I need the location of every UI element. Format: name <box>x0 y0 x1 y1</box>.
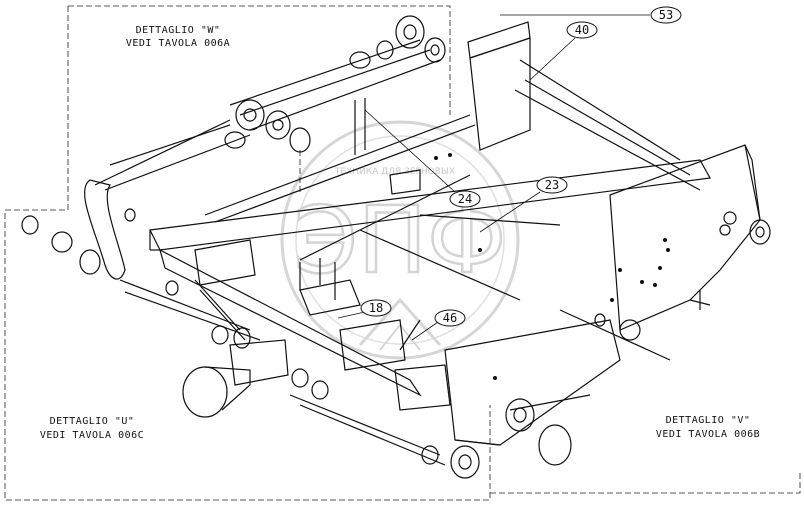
detail-v-frame <box>490 470 801 494</box>
callout-40-label: 40 <box>575 23 589 37</box>
callout-40: 40 <box>529 21 598 81</box>
callout-24: 24 <box>364 109 481 208</box>
callout-24-label: 24 <box>458 192 472 206</box>
callout-18: 18 <box>337 299 392 319</box>
detail-frames <box>4 5 801 501</box>
callout-53-label: 53 <box>659 8 673 22</box>
callout-23-label: 23 <box>545 178 559 192</box>
callout-46: 46 <box>411 309 466 341</box>
callouts: 53 40 23 24 18 46 <box>337 6 682 341</box>
callout-18-label: 18 <box>369 301 383 315</box>
detail-labels: DETTAGLIO "W" VEDI TAVOLA 006A DETTAGLIO… <box>40 25 760 441</box>
callout-23: 23 <box>479 176 568 233</box>
detail-u-frame <box>4 6 491 501</box>
detail-v-line2: VEDI TAVOLA 006B <box>656 429 760 440</box>
holes <box>434 153 670 380</box>
watermark-line: ТЕХНИКА ДЛЯ ЗЕРНОВЫХ <box>334 167 455 177</box>
detail-u-line1: DETTAGLIO "U" <box>50 416 135 427</box>
detail-v-line1: DETTAGLIO "V" <box>666 415 751 426</box>
detail-w-line1: DETTAGLIO "W" <box>136 25 221 36</box>
detail-w-frame <box>68 5 451 115</box>
detail-u-line2: VEDI TAVOLA 006C <box>40 430 144 441</box>
callout-53: 53 <box>500 6 682 24</box>
pulleys <box>21 15 771 479</box>
callout-46-label: 46 <box>443 311 457 325</box>
detail-w-line2: VEDI TAVOLA 006A <box>126 38 230 49</box>
